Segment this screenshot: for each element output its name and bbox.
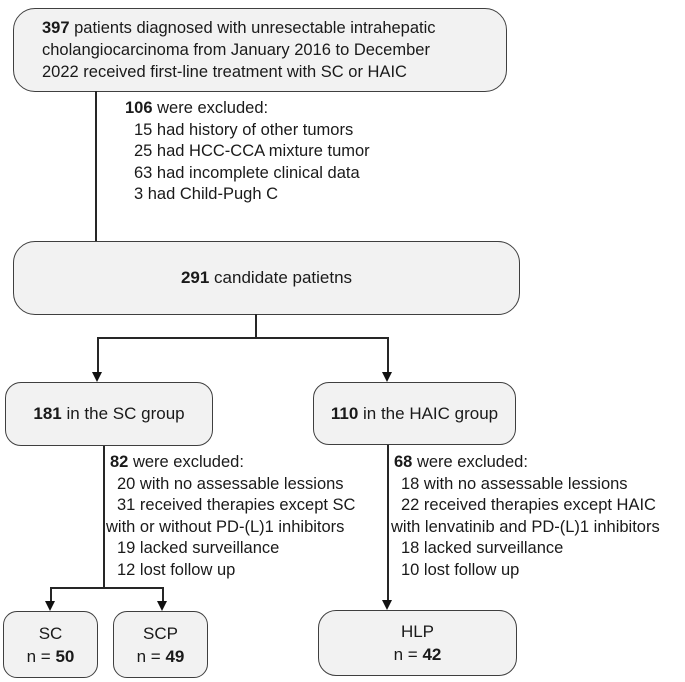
exclusion-top-heading: 106 were excluded:: [125, 99, 269, 117]
exclusion-note-haic: 68 were excluded: 18 with no assessable …: [391, 452, 660, 581]
outcome-scp-n: n = 49: [136, 646, 185, 666]
connector-to-sc-group: [97, 337, 99, 375]
connector-to-hlp-outcome: [387, 445, 389, 602]
exclusion-note-sc: 82 were excluded: 20 with no assessable …: [106, 452, 355, 581]
enrollment-line-2: cholangiocarcinoma from January 2016 to …: [42, 41, 430, 59]
enrollment-box: 397 patients diagnosed with unresectable…: [13, 8, 507, 92]
arrowhead-sc-group: [92, 372, 102, 382]
connector-to-sc-outcome: [50, 587, 52, 603]
exclusion-sc-item-continuation: with or without PD-(L)1 inhibitors: [106, 517, 345, 536]
connector-enrollment-to-candidate: [95, 91, 97, 241]
outcome-box-sc: SC n = 50: [3, 611, 98, 678]
connector-sc-group-down: [103, 446, 105, 588]
enrollment-line-1: 397 patients diagnosed with unresectable…: [42, 19, 436, 37]
haic-group-box: 110 in the HAIC group: [313, 382, 516, 445]
outcome-hlp-n: n = 42: [393, 645, 442, 664]
connector-sc-split: [50, 587, 163, 589]
exclusion-note-top: 106 were excluded: 15 had history of oth…: [125, 98, 370, 206]
enrollment-count: 397: [42, 19, 70, 37]
candidate-patients-box: 291 candidate patietns: [13, 241, 520, 315]
outcome-box-scp: SCP n = 49: [113, 611, 208, 678]
outcome-hlp-label: HLP: [400, 622, 435, 641]
connector-main-split: [97, 337, 388, 339]
outcome-scp-label: SCP: [143, 623, 178, 643]
arrowhead-sc-outcome: [45, 601, 55, 611]
exclusion-haic-item: 22 received therapies except HAIC: [401, 496, 656, 514]
exclusion-haic-item: 18 lacked surveillance: [401, 539, 564, 557]
exclusion-top-item: 3 had Child-Pugh C: [134, 185, 279, 203]
arrowhead-scp-outcome: [157, 601, 167, 611]
sc-group-box: 181 in the SC group: [5, 382, 213, 446]
exclusion-haic-item-continuation: with lenvatinib and PD-(L)1 inhibitors: [391, 517, 660, 536]
exclusion-top-item: 15 had history of other tumors: [134, 120, 354, 139]
arrowhead-hlp-outcome: [382, 600, 392, 610]
arrowhead-haic-group: [382, 372, 392, 382]
exclusion-haic-item: 18 with no assessable lessions: [401, 474, 628, 493]
connector-to-haic-group: [387, 337, 389, 375]
haic-group-label: 110 in the HAIC group: [330, 403, 499, 423]
outcome-sc-n: n = 50: [26, 646, 75, 666]
enrollment-line-3: 2022 received first-line treatment with …: [42, 63, 407, 81]
exclusion-haic-heading: 68 were excluded:: [394, 453, 528, 471]
exclusion-sc-item: 19 lacked surveillance: [117, 539, 280, 557]
exclusion-top-item: 63 had incomplete clinical data: [134, 163, 360, 182]
exclusion-sc-heading: 82 were excluded:: [110, 453, 244, 471]
exclusion-haic-item: 10 lost follow up: [401, 560, 520, 579]
exclusion-sc-item: 20 with no assessable lessions: [117, 474, 344, 493]
exclusion-sc-item: 12 lost follow up: [117, 560, 236, 579]
connector-candidate-stub: [255, 314, 257, 338]
outcome-sc-label: SC: [38, 623, 63, 643]
exclusion-sc-item: 31 received therapies except SC: [117, 496, 356, 514]
candidate-label: 291 candidate patietns: [180, 268, 353, 287]
sc-group-label: 181 in the SC group: [33, 404, 185, 423]
connector-to-scp-outcome: [162, 587, 164, 603]
outcome-box-hlp: HLP n = 42: [318, 610, 517, 676]
exclusion-top-item: 25 had HCC-CCA mixture tumor: [134, 142, 370, 160]
